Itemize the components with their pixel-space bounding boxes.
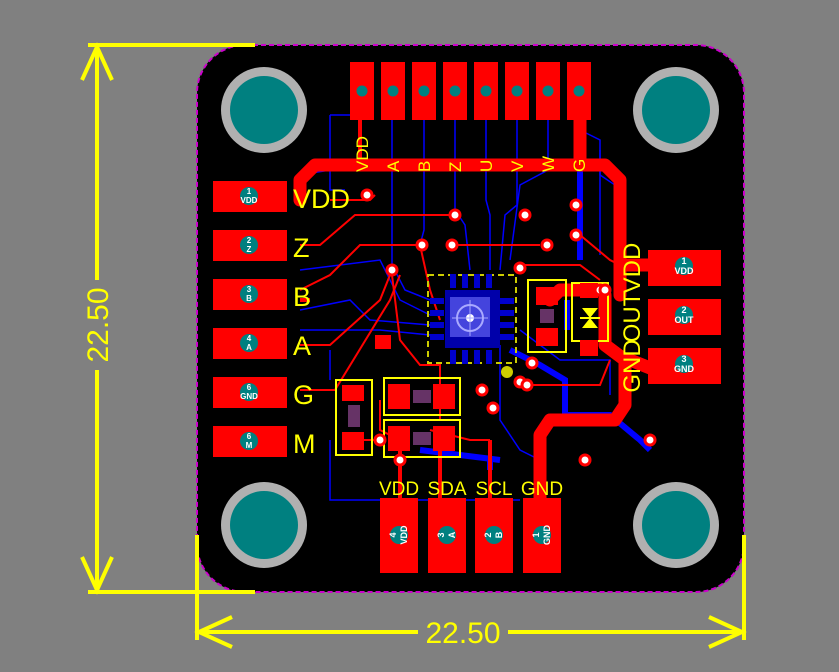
header-pin-label: Z xyxy=(446,162,465,172)
right-pad-number: 3 xyxy=(681,354,686,364)
bottom-pad-number: 4 xyxy=(388,532,398,537)
left-pad-number: 2 xyxy=(247,236,252,245)
resistor-middle-bottom xyxy=(383,419,461,458)
header-pin-label: B xyxy=(415,161,434,172)
resistor-middle-top xyxy=(383,377,461,416)
bottom-silk-label: SCL xyxy=(476,479,513,500)
right-silk-label: OUT xyxy=(619,291,646,342)
right-pad-number: 2 xyxy=(681,305,686,315)
pad-small-left xyxy=(375,335,391,349)
diode-right xyxy=(571,282,609,356)
vias xyxy=(360,188,657,467)
bottom-pad-hole xyxy=(485,526,503,544)
left-pad-name: B xyxy=(246,294,252,303)
left-pad-hole xyxy=(240,432,258,450)
left-silk-label: Z xyxy=(293,233,310,263)
left-pad-name: M xyxy=(246,441,253,450)
bottom-pad-number: 3 xyxy=(436,532,446,537)
mounting-hole-bottom-right xyxy=(633,482,719,568)
header-pin-hole xyxy=(573,85,585,97)
resistor-left-vertical xyxy=(335,379,373,456)
bottom-pad-number: 2 xyxy=(483,532,493,537)
header-pin-label: W xyxy=(539,156,558,172)
left-pad-number: 6 xyxy=(247,432,252,441)
header-pin-hole xyxy=(356,85,368,97)
right-pad-hole xyxy=(675,355,693,373)
left-pad-number: 4 xyxy=(247,334,252,343)
bottom-pad-hole xyxy=(438,526,456,544)
bottom-pad-hole xyxy=(390,526,408,544)
bottom-pad-name: A xyxy=(447,531,457,538)
right-silk-label: GND xyxy=(619,339,646,392)
header-pin-label: U xyxy=(477,160,496,172)
right-pad-name: OUT xyxy=(675,315,695,325)
bottom-connector-labels: VDD SDA SCL GND xyxy=(379,479,563,500)
left-pad-hole xyxy=(240,236,258,254)
mounting-hole-top-left xyxy=(221,67,307,153)
bottom-pad-name: GND xyxy=(542,525,552,546)
sensor-ic xyxy=(427,274,517,378)
bottom-pad-name: B xyxy=(494,531,504,538)
mounting-hole-top-right xyxy=(633,67,719,153)
capacitor-right xyxy=(527,279,567,353)
header-pin-label: G xyxy=(570,159,589,172)
left-pad-hole xyxy=(240,285,258,303)
header-pin-hole xyxy=(542,85,554,97)
header-pin-hole xyxy=(449,85,461,97)
left-pad-name: GND xyxy=(240,392,258,401)
right-silk-label: VDD xyxy=(619,243,646,294)
header-pin-hole xyxy=(511,85,523,97)
bottom-silk-label: VDD xyxy=(379,479,419,500)
right-pad-hole xyxy=(675,306,693,324)
left-pad-number: 3 xyxy=(247,285,252,294)
right-pad-name: VDD xyxy=(674,266,694,276)
left-pad-name: A xyxy=(246,343,252,352)
left-pad-hole xyxy=(240,334,258,352)
header-pin-label: V xyxy=(508,160,527,172)
left-silk-label: G xyxy=(293,380,314,410)
header-pin-label: VDD xyxy=(353,136,372,172)
right-pad-name: GND xyxy=(674,364,695,374)
left-pad-name: Z xyxy=(247,245,252,254)
top-pin-header xyxy=(350,62,591,120)
right-pad-hole xyxy=(675,257,693,275)
left-silk-label: A xyxy=(293,331,311,361)
mounting-hole-bottom-left xyxy=(221,482,307,568)
header-pin-label: A xyxy=(384,160,403,172)
dimension-horizontal-label-bg xyxy=(418,618,508,648)
left-silk-label: M xyxy=(293,429,316,459)
header-pin-hole xyxy=(480,85,492,97)
header-pin-hole xyxy=(387,85,399,97)
left-pad-hole xyxy=(240,383,258,401)
left-pad-number: 1 xyxy=(247,187,252,196)
bottom-pad-name: VDD xyxy=(399,525,409,545)
right-pad-number: 1 xyxy=(681,256,686,266)
bottom-pad-number: 1 xyxy=(531,532,541,537)
left-silk-label: VDD xyxy=(293,184,350,214)
left-silk-label: B xyxy=(293,282,311,312)
header-pin-hole xyxy=(418,85,430,97)
bottom-silk-label: GND xyxy=(521,479,563,500)
dimension-vertical-label-bg xyxy=(80,280,114,370)
dimension-horizontal-label: 22.50 xyxy=(425,617,500,650)
dimension-vertical-label: 22.50 xyxy=(82,287,115,362)
bottom-silk-label: SDA xyxy=(427,479,466,500)
bottom-pad-hole xyxy=(533,526,551,544)
left-pad-number: 6 xyxy=(247,383,252,392)
left-pad-hole xyxy=(240,187,258,205)
left-pad-name: VDD xyxy=(241,196,258,205)
